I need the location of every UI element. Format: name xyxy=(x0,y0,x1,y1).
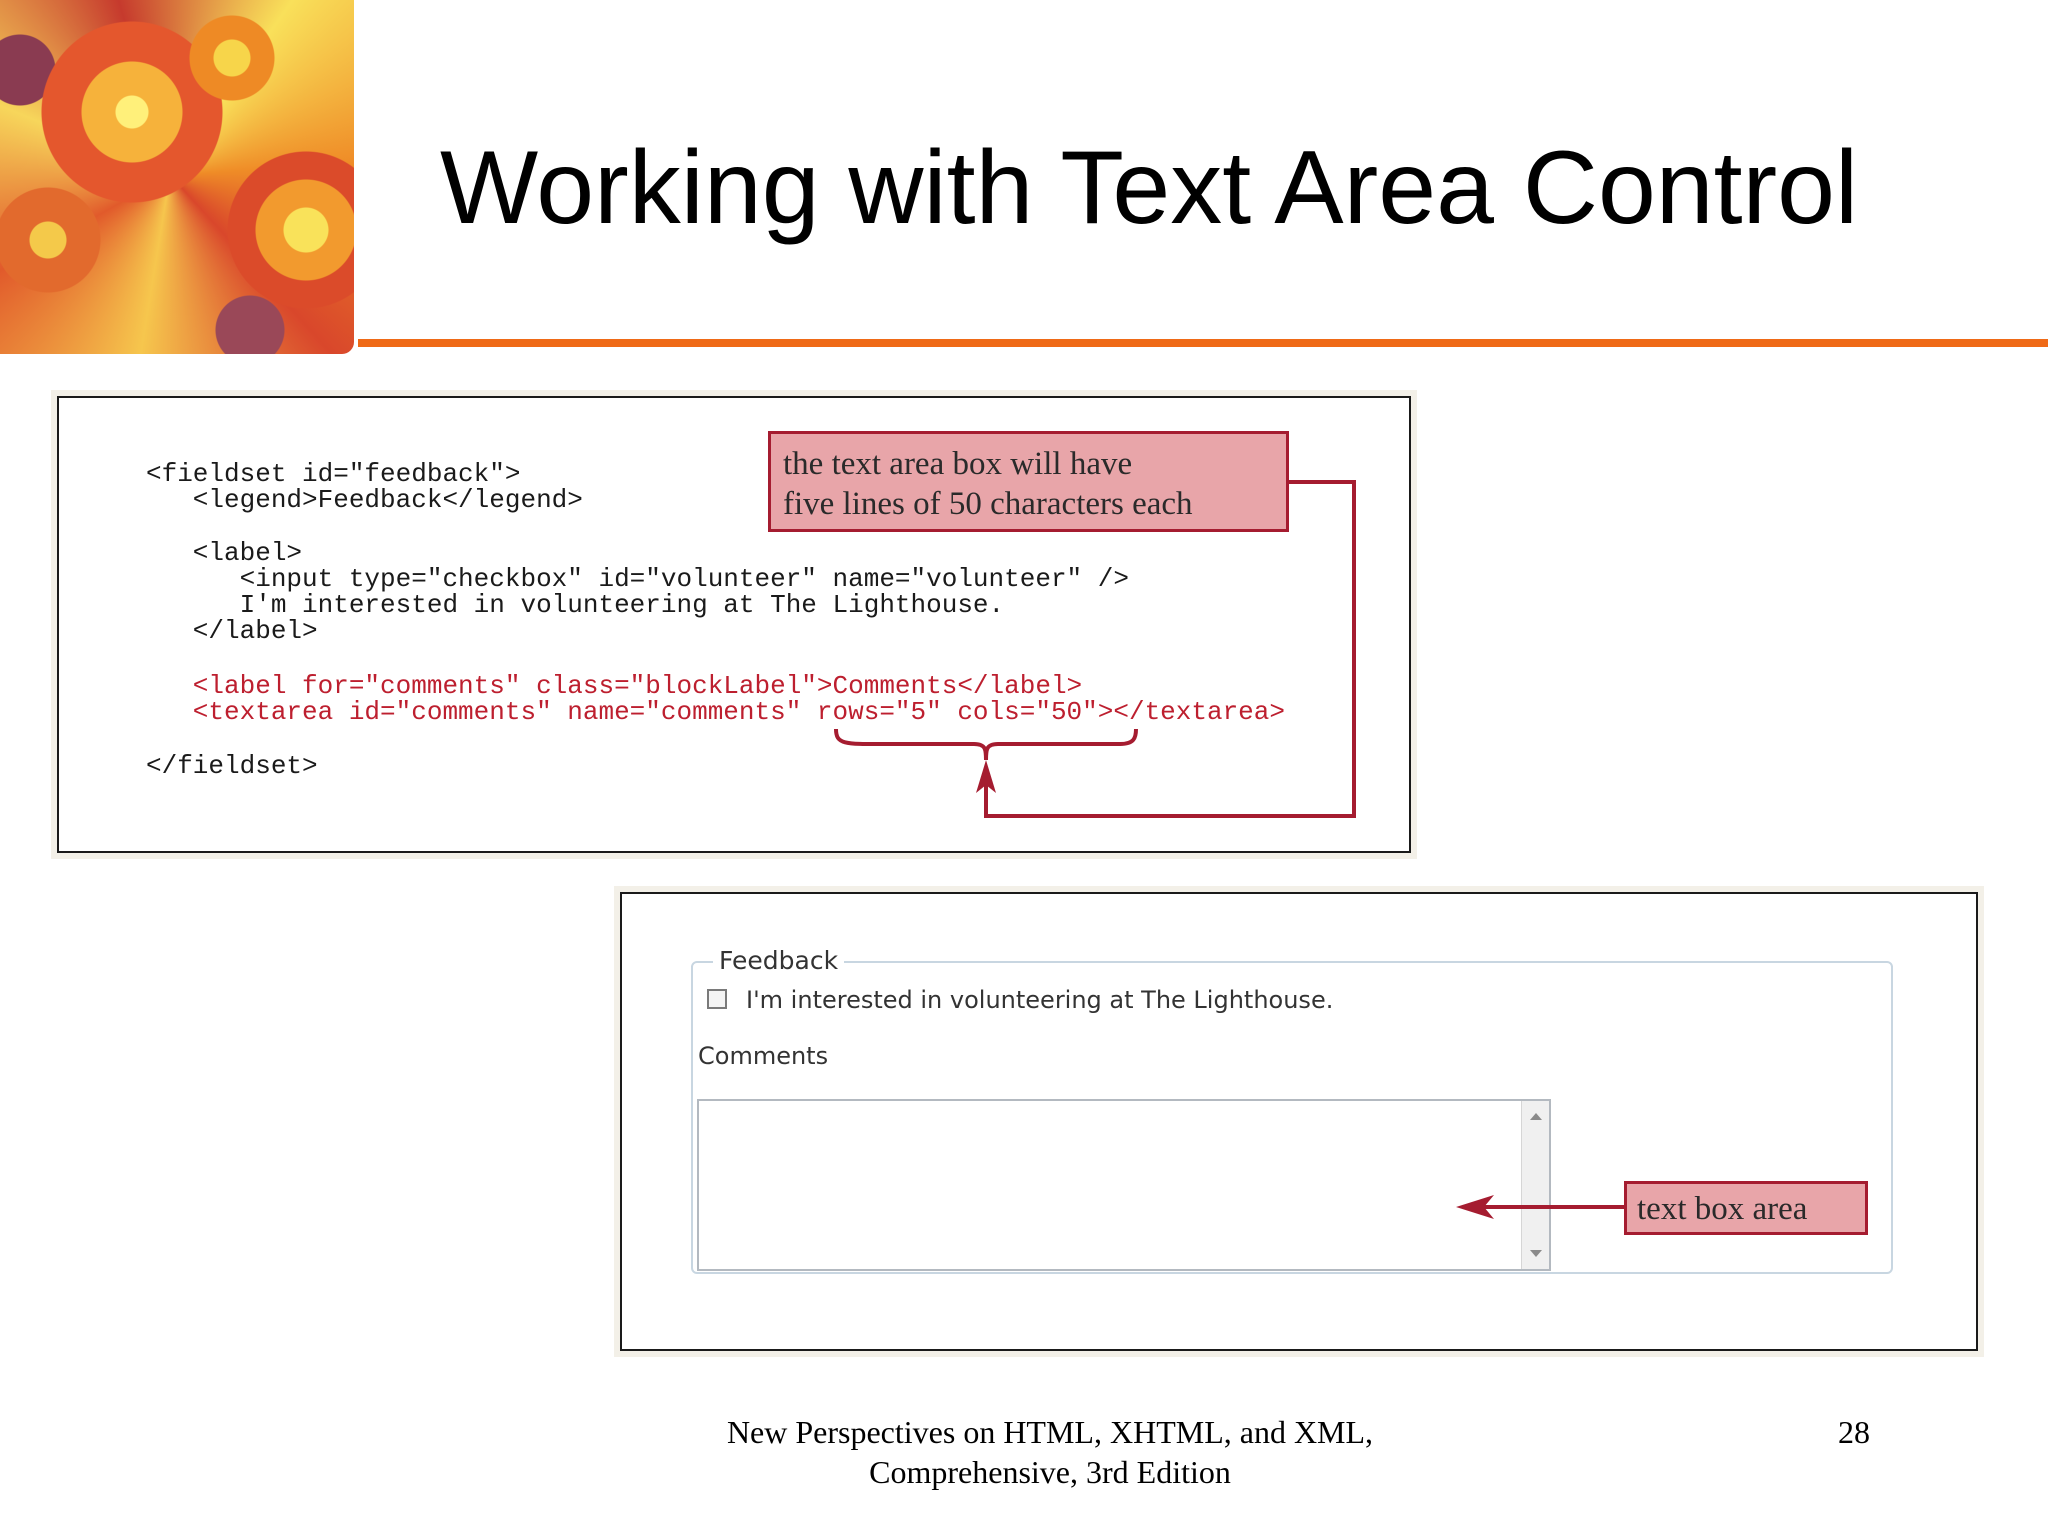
rows-cols-callout: the text area box will have five lines o… xyxy=(768,431,1289,532)
rendered-form-preview: Feedback I'm interested in volunteering … xyxy=(620,892,1978,1351)
volunteer-checkbox[interactable] xyxy=(707,989,727,1009)
slide-footer: New Perspectives on HTML, XHTML, and XML… xyxy=(705,1412,1395,1492)
fieldset-border xyxy=(691,961,1893,1274)
code-line: <label> xyxy=(146,538,303,568)
callout-line: five lines of 50 characters each xyxy=(783,486,1193,522)
callout-line: the text area box will have xyxy=(783,446,1133,482)
code-line: </fieldset> xyxy=(146,751,318,781)
slide-title: Working with Text Area Control xyxy=(440,130,1859,246)
scroll-down-arrow-icon[interactable] xyxy=(1530,1250,1542,1257)
code-line-highlighted: <label for="comments" class="blockLabel"… xyxy=(146,671,1083,701)
footer-line: New Perspectives on HTML, XHTML, and XML… xyxy=(726,1414,1374,1450)
page-number: 28 xyxy=(1838,1414,1870,1450)
scroll-up-arrow-icon[interactable] xyxy=(1530,1113,1542,1120)
code-line: </label> xyxy=(146,616,318,646)
comments-textarea[interactable] xyxy=(697,1099,1551,1271)
fieldset-legend: Feedback xyxy=(713,946,845,976)
code-line-highlighted: <textarea id="comments" name="comments" … xyxy=(146,697,1285,727)
code-line: <legend>Feedback</legend> xyxy=(146,485,583,515)
comments-label: Comments xyxy=(698,1042,829,1070)
volunteer-checkbox-label[interactable]: I'm interested in volunteering at The Li… xyxy=(746,986,1334,1014)
code-line: <fieldset id="feedback"> xyxy=(146,459,521,489)
code-line: I'm interested in volunteering at The Li… xyxy=(146,590,1005,620)
text-box-area-callout: text box area xyxy=(1624,1181,1868,1235)
title-divider xyxy=(358,339,2048,347)
decorative-flower-image xyxy=(0,0,354,354)
textarea-scrollbar[interactable] xyxy=(1521,1101,1549,1269)
footer-line: Comprehensive, 3rd Edition xyxy=(869,1454,1231,1490)
code-line: <input type="checkbox" id="volunteer" na… xyxy=(146,564,1129,594)
